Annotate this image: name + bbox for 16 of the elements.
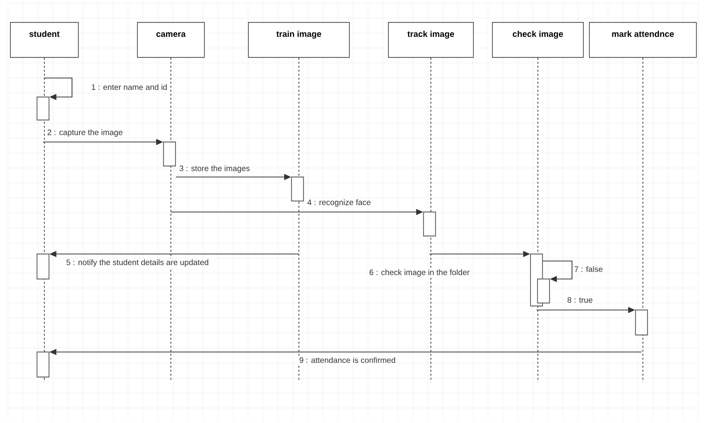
lifeline-header-box: check image — [492, 22, 584, 58]
lifeline-header-box: mark attendnce — [589, 22, 697, 58]
lifeline-header-box: train image — [248, 22, 350, 58]
lifeline-header-box: camera — [137, 22, 205, 58]
activation-bar — [163, 142, 176, 166]
activation-bar — [635, 310, 648, 336]
message-arrow — [44, 78, 72, 100]
lifeline-header-box: student — [10, 22, 79, 58]
activation-bar — [423, 212, 436, 236]
activation-bar — [291, 176, 304, 202]
activation-bar — [537, 278, 550, 304]
activation-bar — [36, 352, 50, 378]
activation-bar — [36, 254, 50, 280]
message-arrow — [542, 260, 572, 282]
lifeline-header-box: track image — [388, 22, 474, 58]
activation-bar — [36, 96, 50, 120]
